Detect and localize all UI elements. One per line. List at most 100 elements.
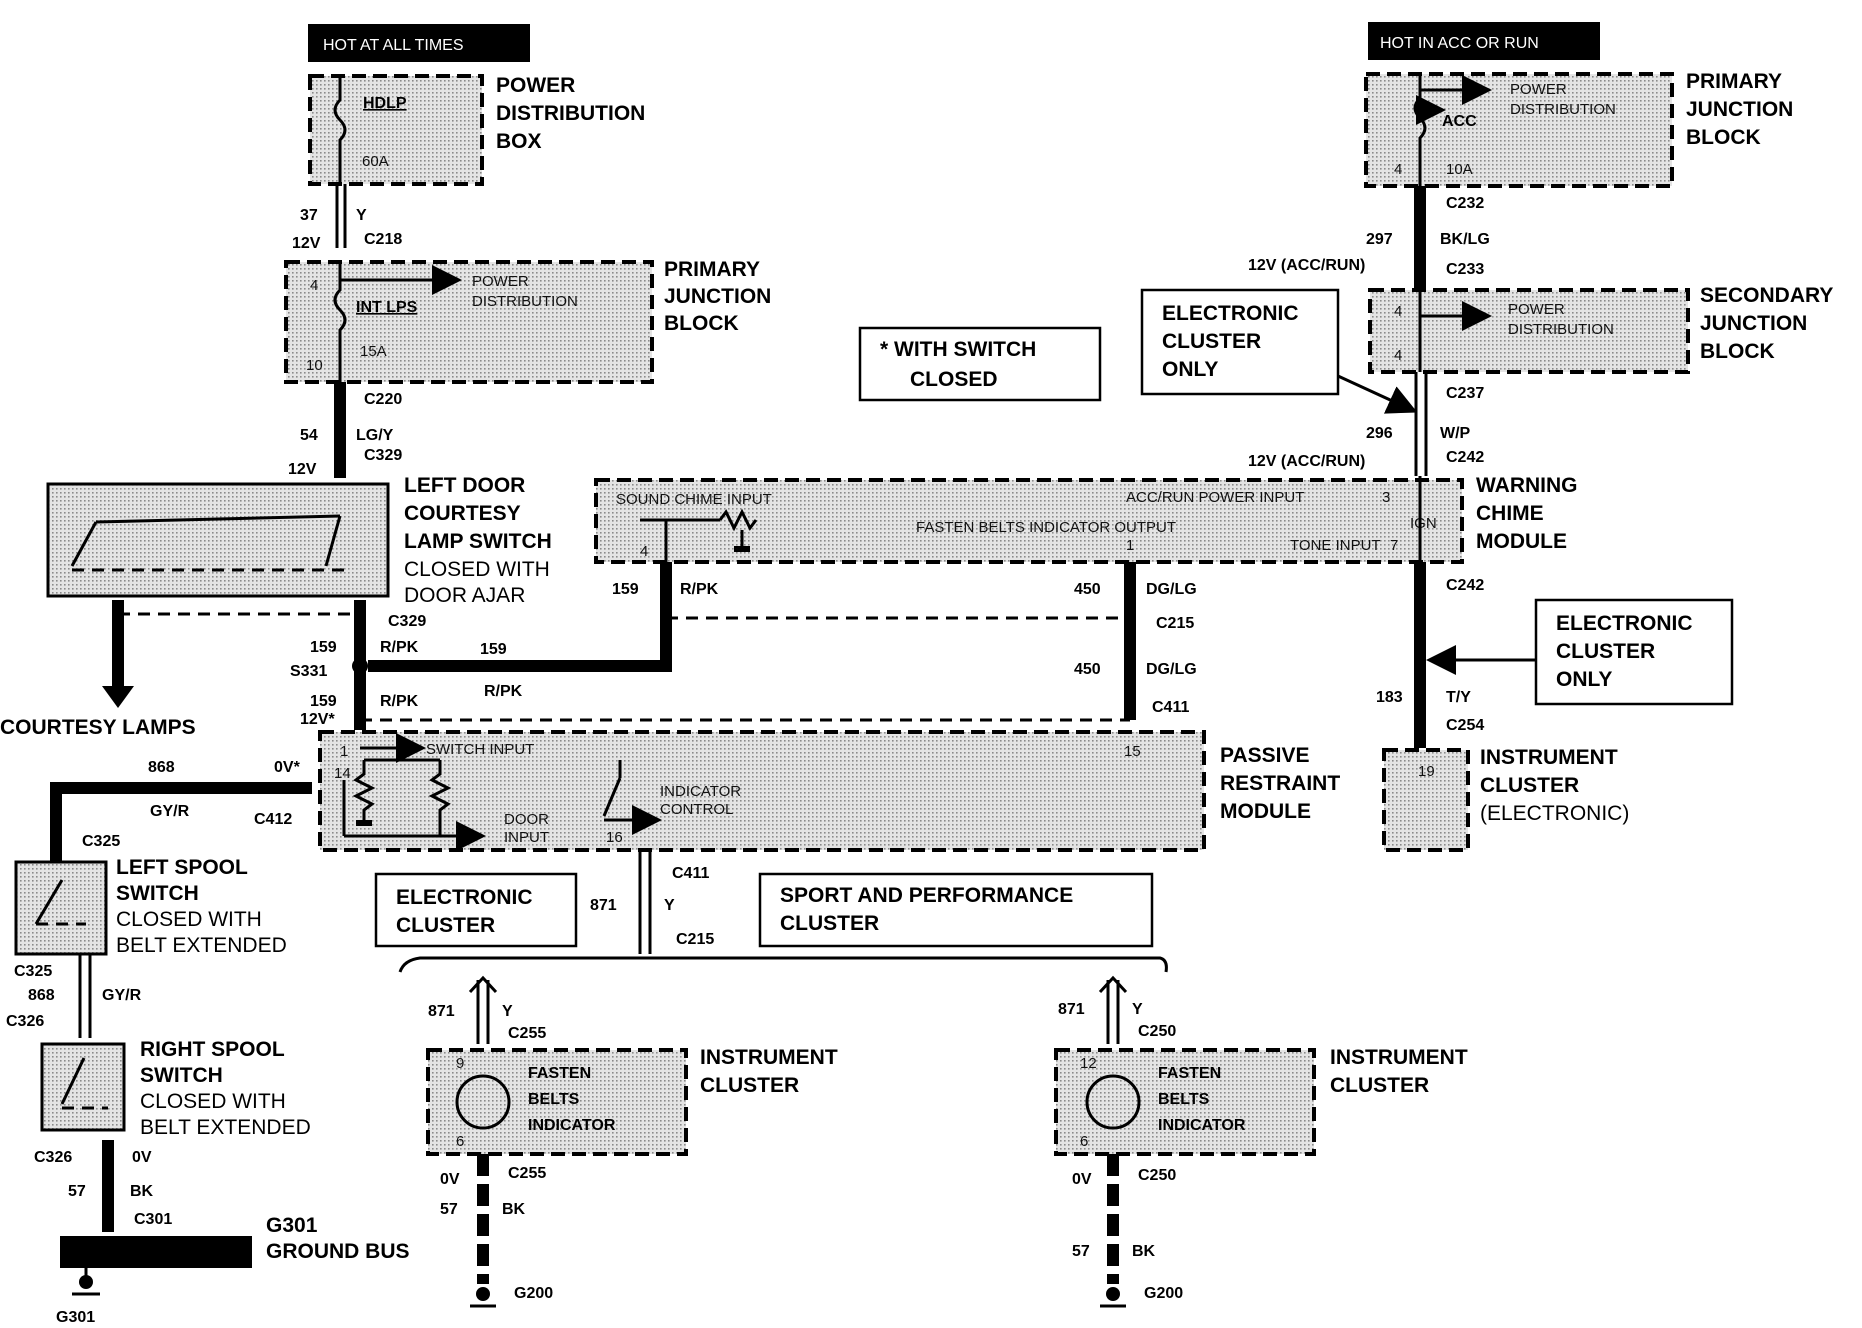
instrument-cluster-b	[1054, 1048, 1316, 1156]
door-switch-title-3: LAMP SWITCH	[404, 530, 552, 553]
pjb-left-title-2: JUNCTION	[664, 285, 771, 308]
elec-only-2-line-2: CLUSTER	[1556, 640, 1655, 663]
right-spool-title-1: RIGHT SPOOL	[140, 1038, 285, 1061]
chime-ign: IGN	[1410, 515, 1437, 532]
cluster-b-w871-color: Y	[1132, 1001, 1143, 1018]
elec-only-1-line-1: ELECTRONIC	[1162, 302, 1299, 325]
sjb-note-1: POWER	[1508, 301, 1565, 318]
ic-elec-pin: 19	[1418, 763, 1435, 780]
right-spool-desc-1: CLOSED WITH	[140, 1090, 286, 1113]
cluster-b-w57-num: 57	[1072, 1243, 1090, 1260]
w37-voltage: 12V	[292, 235, 321, 252]
left-spool-title-1: LEFT SPOOL	[116, 856, 248, 879]
w57-color: BK	[130, 1183, 154, 1200]
w450a-color: DG/LG	[1146, 581, 1197, 598]
header-hot-in-acc-run: HOT IN ACC OR RUN	[1368, 22, 1600, 60]
pdb-title-2: DISTRIBUTION	[496, 102, 645, 125]
v12acc1-label: 12V (ACC/RUN)	[1248, 257, 1365, 274]
legend-line-1: * WITH SWITCH	[880, 338, 1036, 361]
courtesy-lamps-label: COURTESY LAMPS	[0, 716, 196, 739]
left-spool-contact-icon	[34, 879, 64, 925]
w297-color: BK/LG	[1440, 231, 1490, 248]
elec-cluster-line-1: ELECTRONIC	[396, 886, 533, 909]
power-distribution-box	[308, 74, 484, 186]
ic-elec-title-1: INSTRUMENT	[1480, 746, 1618, 769]
cluster-b-ground-icon	[1106, 1287, 1120, 1301]
prm-ground-icon	[356, 820, 372, 826]
elec-only-2-line-1: ELECTRONIC	[1556, 612, 1693, 635]
legend-line-2: CLOSED	[910, 368, 998, 391]
cluster-a-pin-top: 9	[456, 1055, 464, 1072]
w183-num: 183	[1376, 689, 1403, 706]
cluster-a-pin-bot: 6	[456, 1133, 464, 1150]
cluster-a-arrow-icon	[468, 975, 498, 994]
pjb-right-title-1: PRIMARY	[1686, 70, 1782, 93]
prm-switch-input: SWITCH INPUT	[426, 741, 534, 758]
cluster-b-title-1: INSTRUMENT	[1330, 1046, 1468, 1069]
w183-color: T/Y	[1446, 689, 1471, 706]
instrument-cluster-a	[426, 1048, 688, 1156]
prm-pin15: 15	[1124, 743, 1141, 760]
pjb-left-pin-bottom: 10	[306, 357, 323, 374]
w54-color: LG/Y	[356, 427, 394, 444]
pdb-title-3: BOX	[496, 130, 542, 153]
ic-elec-title-3: (ELECTRONIC)	[1480, 802, 1629, 825]
c329b-label: C329	[388, 613, 426, 630]
w57-num: 57	[68, 1183, 86, 1200]
pjb-right-title-2: JUNCTION	[1686, 98, 1793, 121]
cluster-a-conn: C255	[508, 1025, 546, 1042]
pdb-title-1: POWER	[496, 74, 575, 97]
chime-pin1: 1	[1126, 537, 1134, 554]
elec-only-1-line-3: ONLY	[1162, 358, 1218, 381]
chime-fasten-output: FASTEN BELTS INDICATOR OUTPUT	[916, 519, 1176, 536]
c329a-label: C329	[364, 447, 402, 464]
secondary-junction-block	[1368, 288, 1690, 374]
cluster-a-w871-num: 871	[428, 1003, 455, 1020]
door-switch-desc-2: DOOR AJAR	[404, 584, 525, 607]
c254-label: C254	[1446, 717, 1484, 734]
cluster-a-title-1: INSTRUMENT	[700, 1046, 838, 1069]
w296-num: 296	[1366, 425, 1393, 442]
w159a-color: R/PK	[380, 639, 419, 656]
cluster-a-ind-3: INDICATOR	[528, 1117, 616, 1134]
sjb-pin-bottom: 4	[1394, 347, 1402, 364]
cluster-a-ind-1: FASTEN	[528, 1065, 591, 1082]
w54-num: 54	[300, 427, 318, 444]
right-spool-desc-2: BELT EXTENDED	[140, 1116, 311, 1139]
sjb-title-2: JUNCTION	[1700, 312, 1807, 335]
chime-acc-input: ACC/RUN POWER INPUT	[1126, 489, 1304, 506]
right-spool-title-2: SWITCH	[140, 1064, 223, 1087]
int-lps-label: INT LPS	[356, 299, 418, 316]
w450b-color: DG/LG	[1146, 661, 1197, 678]
cluster-b-title-2: CLUSTER	[1330, 1074, 1429, 1097]
left-spool-desc-2: BELT EXTENDED	[116, 934, 287, 957]
prm-door-input-1: DOOR	[504, 811, 549, 828]
sjb-pin-top: 4	[1394, 303, 1402, 320]
pjb-left-title-1: PRIMARY	[664, 258, 760, 281]
sjb-title-1: SECONDARY	[1700, 284, 1833, 307]
v12star-label: 12V*	[300, 711, 335, 728]
center-c215-label: C215	[676, 931, 714, 948]
c412-label: C412	[254, 811, 292, 828]
g301-bottom-label: G301	[56, 1309, 95, 1326]
v0-label: 0V	[132, 1149, 152, 1166]
elec-only-box-1	[1140, 288, 1340, 396]
c237-label: C237	[1446, 385, 1484, 402]
w54-voltage: 12V	[288, 461, 317, 478]
prm-indicator-switch-icon	[602, 777, 622, 817]
v12acc2-label: 12V (ACC/RUN)	[1248, 453, 1365, 470]
int-lps-amps: 15A	[360, 343, 387, 360]
w159h-color: R/PK	[484, 683, 523, 700]
cluster-a-w57-num: 57	[440, 1201, 458, 1218]
chime-title-1: WARNING	[1476, 474, 1578, 497]
elec-cluster-box	[374, 872, 578, 948]
c233-label: C233	[1446, 261, 1484, 278]
chime-title-3: MODULE	[1476, 530, 1567, 553]
door-switch-title-1: LEFT DOOR	[404, 474, 525, 497]
pjb-right-note-1: POWER	[1510, 81, 1567, 98]
cluster-a-w57-color: BK	[502, 1201, 526, 1218]
prm-title-2: RESTRAINT	[1220, 772, 1340, 795]
chime-tone-input: TONE INPUT	[1290, 537, 1381, 554]
cluster-b-v0: 0V	[1072, 1171, 1092, 1188]
